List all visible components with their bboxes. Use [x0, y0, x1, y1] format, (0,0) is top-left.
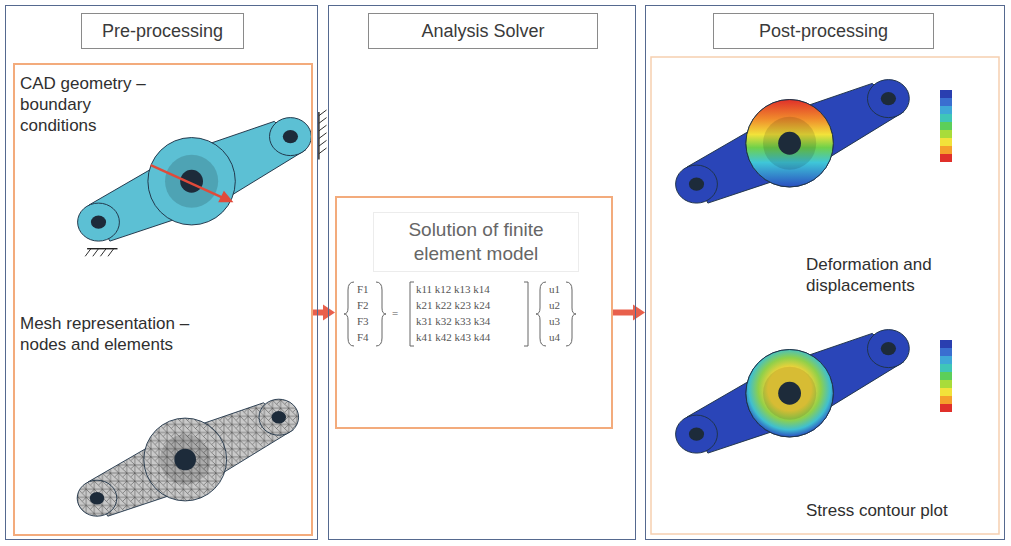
flow-arrow: [313, 305, 335, 321]
content-box: CAD geometry – boundary conditionsMesh r…: [13, 63, 313, 536]
arrow-shaft: [313, 310, 324, 316]
content-box: Solution of finite element model: [335, 196, 613, 429]
plot-caption: Deformation and displacements: [806, 254, 976, 296]
force-term: F4: [357, 331, 369, 344]
stage-heading: Analysis Solver: [368, 13, 598, 49]
step-label: CAD geometry – boundary conditions: [20, 73, 170, 136]
stage-heading: Pre-processing: [81, 13, 244, 49]
displacement-term: u4: [549, 331, 560, 344]
stage-panel: Pre-processingCAD geometry – boundary co…: [5, 5, 318, 540]
stiffness-row: k21 k22 k23 k24: [416, 299, 490, 312]
step-label: Mesh representation – nodes and elements: [20, 313, 210, 355]
stiffness-row: k31 k32 k33 k34: [416, 315, 490, 328]
arrow-shaft: [613, 310, 634, 316]
arrow-head: [633, 305, 645, 321]
solver-title: Solution of finite element model: [373, 212, 579, 272]
arrow-head: [323, 305, 335, 321]
stiffness-row: k41 k42 k43 k44: [416, 331, 490, 344]
force-term: F2: [357, 299, 369, 312]
stage-heading: Post-processing: [713, 13, 934, 49]
flow-arrow: [613, 305, 645, 321]
force-term: F3: [357, 315, 369, 328]
displacement-term: u3: [549, 315, 560, 328]
displacement-term: u2: [549, 299, 560, 312]
equals-sign: =: [392, 307, 398, 320]
plot-caption: Stress contour plot: [806, 500, 986, 521]
force-term: F1: [357, 283, 369, 296]
stage-panel: Analysis SolverSolution of finite elemen…: [328, 5, 636, 540]
displacement-term: u1: [549, 283, 560, 296]
stiffness-row: k11 k12 k13 k14: [416, 283, 490, 296]
